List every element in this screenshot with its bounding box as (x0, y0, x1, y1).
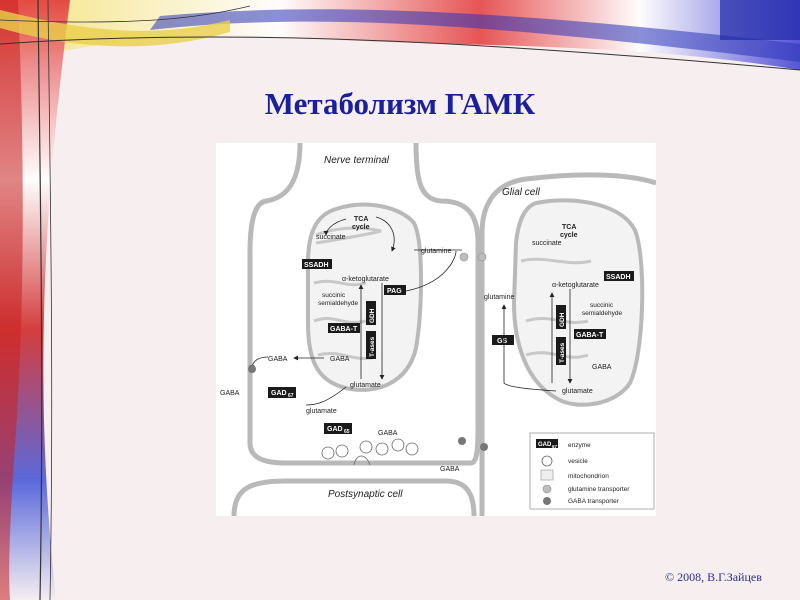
glia-succinate: succinate (532, 240, 562, 247)
synaptic-vesicles (321, 438, 419, 460)
svg-text:T-ases: T-ases (559, 342, 566, 363)
svg-text:GAD: GAD (538, 442, 552, 448)
nt-gdh-enzyme (366, 301, 376, 325)
legend-gaba-transporter-symbol (543, 497, 551, 505)
nt-ssadh-enzyme (302, 259, 332, 269)
glia-glutamine: glutamine (484, 294, 514, 301)
svg-text:SSADH: SSADH (304, 262, 329, 269)
legend-mitochondrion-symbol (540, 469, 554, 481)
glial-cell-label: Glial cell (502, 187, 541, 198)
svg-text:PAG: PAG (387, 288, 402, 295)
nt-cytosol-glutamate: glutamate (306, 408, 337, 415)
gaba-metabolism-diagram: Nerve terminal Glial cell Postsynaptic c… (216, 143, 656, 516)
svg-text:GAD: GAD (327, 426, 343, 433)
svg-text:SSADH: SSADH (606, 274, 631, 281)
postsynaptic-cell-label: Postsynaptic cell (328, 489, 403, 500)
cleft-gaba: GABA (440, 466, 460, 473)
nt-mito-glutamate: glutamate (350, 382, 381, 389)
legend-mitochondrion: mitochondrion (568, 473, 609, 480)
glia-gaba-t-enzyme (574, 329, 606, 339)
nt-cycle-label: cycle (352, 224, 370, 231)
glia-mito-glutamate: glutamate (562, 388, 593, 395)
glia-succinic: succinic (590, 302, 614, 309)
svg-text:T-ases: T-ases (369, 336, 376, 357)
slide-title: Метаболизм ГАМК (264, 86, 536, 121)
svg-text:GABA-T: GABA-T (576, 332, 604, 339)
legend-enzyme-symbol (536, 439, 558, 448)
nt-tca-label: TCA (354, 216, 368, 223)
svg-text:GDH: GDH (369, 308, 376, 323)
glial-mitochondrion (511, 198, 645, 407)
diagram-canvas: Nerve terminal Glial cell Postsynaptic c… (220, 143, 656, 516)
svg-text:GDH: GDH (559, 312, 566, 327)
svg-text:GAD: GAD (271, 390, 287, 397)
glutamine-transporter-glia (477, 252, 487, 262)
legend-vesicle: vesicle (568, 458, 588, 465)
svg-text:67: 67 (552, 444, 558, 449)
nerve-terminal-membrane (247, 143, 481, 466)
legend-glutamine-transporter: glutamine transporter (568, 486, 630, 493)
glia-tca-label: TCA (562, 224, 576, 231)
nt-vesicle-gaba: GABA (378, 430, 398, 437)
svg-text:GS: GS (497, 338, 507, 345)
nt-gad65-enzyme (324, 423, 352, 434)
glia-gdh-enzyme (556, 305, 566, 329)
postsynaptic-cell-membrane (231, 478, 477, 516)
legend-vesicle-symbol (541, 455, 553, 467)
nt-semialdehyde: semialdehyde (318, 300, 358, 307)
glia-aketoglutarate: α-ketoglutarate (552, 282, 599, 289)
svg-text:67: 67 (288, 393, 294, 399)
nt-cytosol-gaba: GABA (268, 356, 288, 363)
nt-gaba-t-enzyme (328, 323, 360, 333)
glia-semialdehyde: semialdehyde (582, 310, 622, 317)
nt-extracellular-gaba: GABA (220, 390, 240, 397)
nt-glutamine: glutamine (421, 248, 451, 255)
nt-pag-enzyme (384, 285, 406, 295)
glia-t-ases-enzyme (556, 337, 566, 365)
nt-gad67-enzyme (268, 387, 296, 398)
diagram-legend: GAD 67 enzyme vesicle mitochondrion glut… (529, 432, 655, 510)
legend-glutamine-transporter-symbol (542, 484, 552, 494)
nt-t-ases-enzyme (366, 331, 376, 359)
glia-cycle-label: cycle (560, 232, 578, 239)
svg-text:GABA-T: GABA-T (330, 326, 358, 333)
legend-gaba-transporter: GABA transporter (568, 498, 620, 505)
nt-succinic: succinic (322, 292, 346, 299)
glutamine-transporter-nt (459, 252, 469, 262)
gaba-transporter-glia (480, 443, 488, 451)
nt-aketoglutarate: α-ketoglutarate (342, 276, 389, 283)
svg-text:65: 65 (344, 429, 350, 435)
glial-cell-membrane (479, 172, 656, 516)
glia-gs-enzyme (492, 335, 514, 345)
glia-mito-gaba: GABA (592, 364, 612, 371)
nt-mito-gaba: GABA (330, 356, 350, 363)
legend-enzyme: enzyme (568, 442, 591, 449)
gaba-transporter-nt-cleft (458, 437, 466, 445)
nerve-terminal-label: Nerve terminal (324, 155, 390, 166)
copyright-notice: © 2008, В.Г.Зайцев (665, 570, 762, 584)
nt-succinate: succinate (316, 234, 346, 241)
nt-gaba-transporter (248, 365, 256, 373)
glia-ssadh-enzyme (604, 271, 634, 281)
